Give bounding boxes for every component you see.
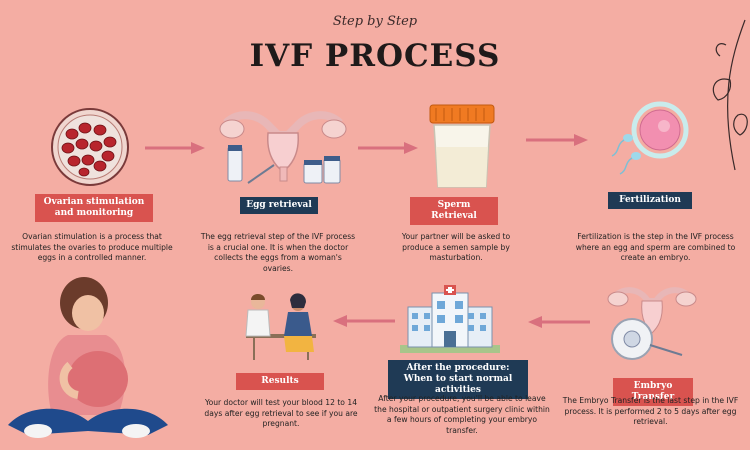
doctor-consultation-icon — [245, 293, 316, 360]
arrow-right-icon — [145, 142, 205, 154]
step-embryo-desc: The Embryo Transfer is the last step in … — [562, 396, 739, 426]
arrow-right-icon — [358, 142, 418, 154]
page-title: IVF PROCESS — [249, 38, 501, 74]
step-ovarian-desc: Ovarian stimulation is a process that st… — [11, 232, 173, 262]
step-after-desc: After your procedure, you'll be able to … — [374, 394, 550, 435]
step-egg-label: Egg retrieval — [240, 197, 318, 214]
egg-sperm-icon — [611, 101, 689, 175]
arrow-right-icon — [526, 134, 588, 146]
petri-dish-icon — [51, 108, 129, 186]
arrow-left-icon — [528, 316, 590, 328]
pregnant-woman-illustration-icon — [8, 277, 168, 438]
specimen-cup-icon — [429, 104, 495, 188]
step-ovarian-label: Ovarian stimulation and monitoring — [35, 194, 153, 222]
hospital-icon — [400, 285, 500, 353]
leaf-decoration-icon — [712, 19, 748, 171]
step-sperm-label: Sperm Retrieval — [410, 197, 498, 225]
step-sperm-desc: Your partner will be asked to produce a … — [401, 232, 511, 262]
step-egg-desc: The egg retrieval step of the IVF proces… — [200, 232, 356, 273]
step-results-desc: Your doctor will test your blood 12 to 1… — [204, 398, 358, 428]
uterus-vials-icon — [219, 111, 347, 184]
step-results-label: Results — [236, 373, 324, 390]
step-fertilization-desc: Fertilization is the step in the IVF pro… — [575, 232, 736, 262]
step-after-label: After the procedure: When to start norma… — [388, 360, 528, 399]
step-embryo-label: Embryo Transfer — [613, 378, 693, 406]
script-title: Step by Step — [332, 14, 418, 29]
embryo-transfer-icon — [607, 287, 697, 360]
arrow-left-icon — [333, 315, 395, 327]
step-fertilization-label: Fertilization — [608, 192, 692, 209]
